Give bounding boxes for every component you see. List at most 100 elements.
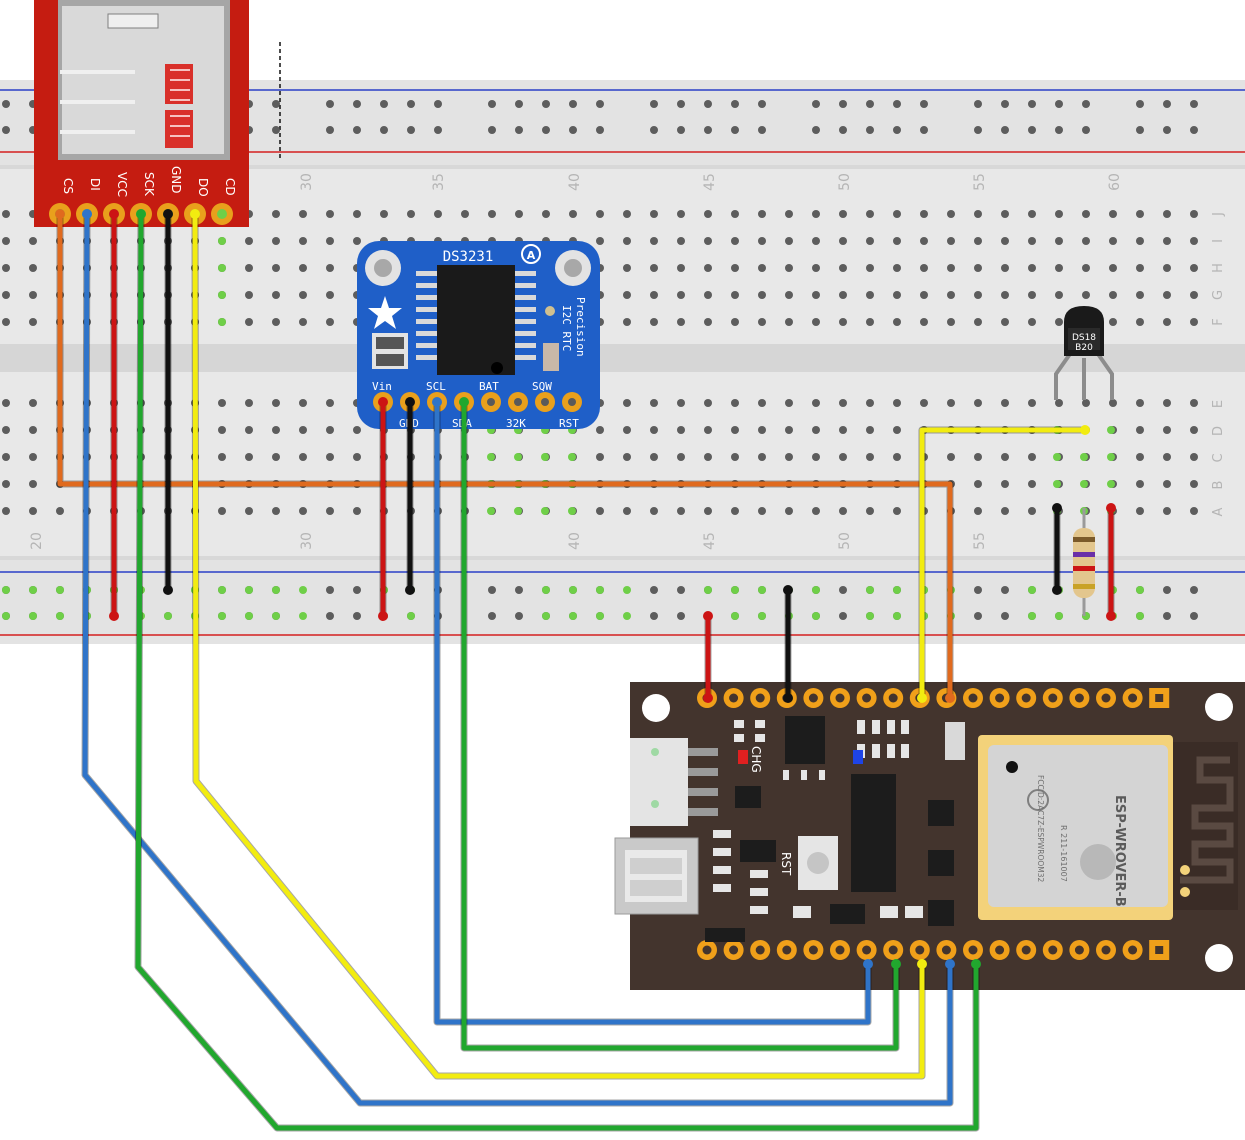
wire-rtc-sda-green-end xyxy=(459,397,469,407)
breadboard-hole xyxy=(299,318,307,326)
breadboard-hole xyxy=(353,453,361,461)
breadboard-hole xyxy=(812,453,820,461)
breadboard-hole xyxy=(2,210,10,218)
breadboard-hole xyxy=(650,507,658,515)
breadboard-hole xyxy=(299,426,307,434)
header-pin-hole xyxy=(1021,945,1031,955)
breadboard-hole xyxy=(920,264,928,272)
breadboard-hole xyxy=(704,237,712,245)
sd-card-module: CS DI VCC SCK GND DO CD xyxy=(34,0,249,227)
breadboard-hole xyxy=(758,126,766,134)
breadboard-hole xyxy=(839,586,847,594)
breadboard-hole xyxy=(758,507,766,515)
breadboard-hole xyxy=(677,264,685,272)
breadboard-hole xyxy=(326,318,334,326)
header-pin-hole xyxy=(1128,693,1138,703)
breadboard-hole xyxy=(812,291,820,299)
breadboard-hole xyxy=(650,453,658,461)
breadboard-hole xyxy=(380,126,388,134)
rtc-side-text-i2c: I2C RTC xyxy=(560,305,573,351)
breadboard-hole xyxy=(650,612,658,620)
breadboard-hole xyxy=(1001,100,1009,108)
breadboard-hole xyxy=(407,126,415,134)
wire-sensor-data-yellow xyxy=(919,427,1088,701)
breadboard-hole xyxy=(650,264,658,272)
breadboard-hole xyxy=(1001,210,1009,218)
breadboard-hole xyxy=(272,507,280,515)
breadboard-hole xyxy=(1055,237,1063,245)
row-letter-g: G xyxy=(1211,290,1226,300)
breadboard-hole xyxy=(731,237,739,245)
breadboard-hole xyxy=(596,453,604,461)
breadboard-hole xyxy=(1190,480,1198,488)
breadboard-hole xyxy=(1190,237,1198,245)
header-pin-hole xyxy=(729,693,739,703)
breadboard-hole xyxy=(920,237,928,245)
breadboard-hole xyxy=(326,507,334,515)
breadboard-hole xyxy=(731,426,739,434)
breadboard-hole xyxy=(2,126,10,134)
breadboard-hole xyxy=(704,126,712,134)
connected-hole xyxy=(812,586,820,594)
sd-pin-label-vcc: VCC xyxy=(115,172,129,197)
breadboard-hole xyxy=(29,399,37,407)
breadboard-hole xyxy=(947,453,955,461)
breadboard-hole xyxy=(758,291,766,299)
breadboard-hole xyxy=(272,264,280,272)
wire-sensor-data-yellow-end xyxy=(917,693,927,703)
connected-hole xyxy=(568,507,576,515)
breadboard-hole xyxy=(1109,318,1117,326)
breadboard-hole xyxy=(1055,210,1063,218)
breadboard-hole xyxy=(1028,126,1036,134)
breadboard-hole xyxy=(1163,453,1171,461)
connected-hole xyxy=(731,586,739,594)
row-letter-c: C xyxy=(1211,453,1226,462)
row-letter-d: D xyxy=(1211,426,1226,436)
breadboard-hole xyxy=(1136,318,1144,326)
breadboard-hole xyxy=(677,237,685,245)
breadboard-hole xyxy=(839,399,847,407)
breadboard-hole xyxy=(299,507,307,515)
breadboard-hole xyxy=(1055,399,1063,407)
wire-do-yellow-end xyxy=(917,959,927,969)
breadboard-hole xyxy=(785,507,793,515)
breadboard-hole xyxy=(1109,237,1117,245)
header-pin-hole xyxy=(1021,693,1031,703)
wire-rtc-vin-red-end xyxy=(378,611,388,621)
breadboard-hole xyxy=(1163,399,1171,407)
wire-di-blue xyxy=(82,211,953,1106)
header-pin-hole xyxy=(835,693,845,703)
breadboard-hole xyxy=(866,318,874,326)
connected-hole xyxy=(56,586,64,594)
breadboard-hole xyxy=(650,237,658,245)
breadboard-hole xyxy=(56,507,64,515)
breadboard-hole xyxy=(920,126,928,134)
breadboard-hole xyxy=(623,237,631,245)
connected-hole xyxy=(1107,453,1115,461)
breadboard-hole xyxy=(920,318,928,326)
connected-hole xyxy=(272,586,280,594)
wire-esp-gnd-black-end xyxy=(783,585,793,595)
breadboard-hole xyxy=(758,453,766,461)
wire-do-yellow-end xyxy=(190,209,200,219)
rtc-module: DS3231 A Precision I2C RTC Vin SCL BAT S… xyxy=(357,241,600,430)
connected-hole xyxy=(569,612,577,620)
wire-rtc-gnd-black-end xyxy=(405,397,415,407)
breadboard-hole xyxy=(29,480,37,488)
breadboard-hole xyxy=(326,100,334,108)
breadboard-hole xyxy=(1028,237,1036,245)
esp32-header-pins xyxy=(697,688,1170,960)
breadboard-hole xyxy=(839,507,847,515)
breadboard-hole xyxy=(218,453,226,461)
header-pin-hole xyxy=(968,945,978,955)
rtc-pin-label-bat: BAT xyxy=(479,380,499,393)
breadboard-hole xyxy=(272,210,280,218)
header-pin-hole xyxy=(835,945,845,955)
breadboard-hole xyxy=(1109,291,1117,299)
breadboard-hole xyxy=(29,291,37,299)
header-pin-hole xyxy=(1101,945,1111,955)
connected-hole xyxy=(623,612,631,620)
breadboard-hole xyxy=(1055,291,1063,299)
breadboard-hole xyxy=(893,264,901,272)
breadboard-hole xyxy=(920,399,928,407)
